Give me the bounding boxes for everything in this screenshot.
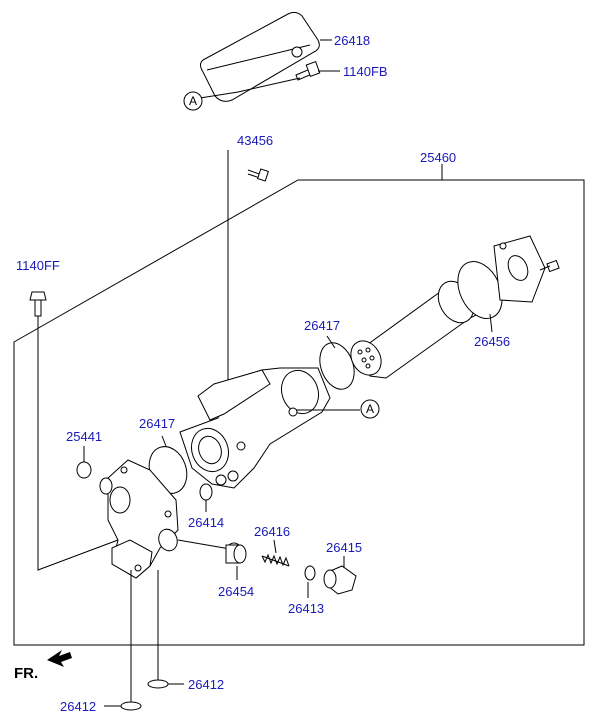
spring-26416 xyxy=(261,553,290,567)
label-26414: 26414 xyxy=(188,515,224,530)
o-ring-26414 xyxy=(199,483,213,501)
label-1140FB: 1140FB xyxy=(343,64,388,79)
label-26415: 26415 xyxy=(326,540,362,555)
label-43456: 43456 xyxy=(237,133,273,148)
label-25441: 25441 xyxy=(66,429,102,444)
reference-mark-a-top: A xyxy=(183,91,203,111)
reference-mark-a-middle: A xyxy=(360,399,380,419)
assembly-outline xyxy=(13,150,585,646)
bolt-flange xyxy=(539,259,560,273)
o-ring-26413 xyxy=(304,565,316,581)
label-26416: 26416 xyxy=(254,524,290,539)
gasket-flange-26456 xyxy=(457,235,546,319)
label-25460: 25460 xyxy=(420,150,456,165)
label-26412-right: 26412 xyxy=(188,677,224,692)
gasket-26412-bottom xyxy=(120,701,142,711)
bolt-1140FF xyxy=(29,291,47,338)
o-ring-25441 xyxy=(76,461,92,479)
front-direction-marker: FR. xyxy=(14,650,72,682)
egr-cooler-body xyxy=(179,367,331,489)
reference-mark-a-top-text: A xyxy=(189,94,197,108)
label-26417-lower: 26417 xyxy=(139,416,175,431)
label-26418: 26418 xyxy=(334,33,370,48)
bolt-43456 xyxy=(247,168,269,182)
bolt-1140FB xyxy=(237,61,321,93)
label-26456: 26456 xyxy=(474,334,510,349)
label-26454: 26454 xyxy=(218,584,254,599)
plug-26415 xyxy=(323,565,357,595)
cooler-core-26456 xyxy=(350,280,483,379)
valve-26454 xyxy=(225,542,247,564)
label-1140FF: 1140FF xyxy=(16,258,60,273)
label-26412-bottom: 26412 xyxy=(60,699,96,714)
bypass-housing xyxy=(99,459,179,579)
label-26417-upper: 26417 xyxy=(304,318,340,333)
heat-shield-26418 xyxy=(200,11,320,102)
reference-mark-a-middle-text: A xyxy=(366,402,374,416)
front-direction-label: FR. xyxy=(14,665,38,682)
gasket-26412-right xyxy=(147,679,169,689)
label-26413: 26413 xyxy=(288,601,324,616)
